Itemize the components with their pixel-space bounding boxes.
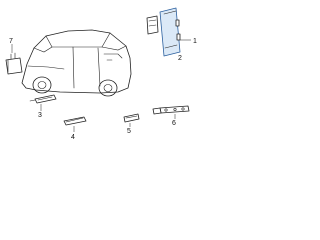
part-3-sensor [29, 94, 57, 111]
callout-3: 3 [38, 112, 42, 119]
callout-4: 4 [71, 134, 75, 141]
callout-6: 6 [172, 120, 176, 127]
parts-diagram: 1 2 3 4 5 6 7 [5, 7, 197, 141]
callout-7: 7 [9, 38, 13, 45]
part-1-control-module [146, 7, 191, 57]
part-4-antenna [63, 116, 87, 132]
part-7-module [5, 44, 23, 75]
part-6-antenna [152, 105, 190, 119]
part-5-sensor [123, 113, 140, 127]
callout-1: 1 [193, 38, 197, 45]
callout-5: 5 [127, 128, 131, 135]
callout-2: 2 [178, 55, 182, 62]
vehicle-outline [21, 29, 132, 97]
